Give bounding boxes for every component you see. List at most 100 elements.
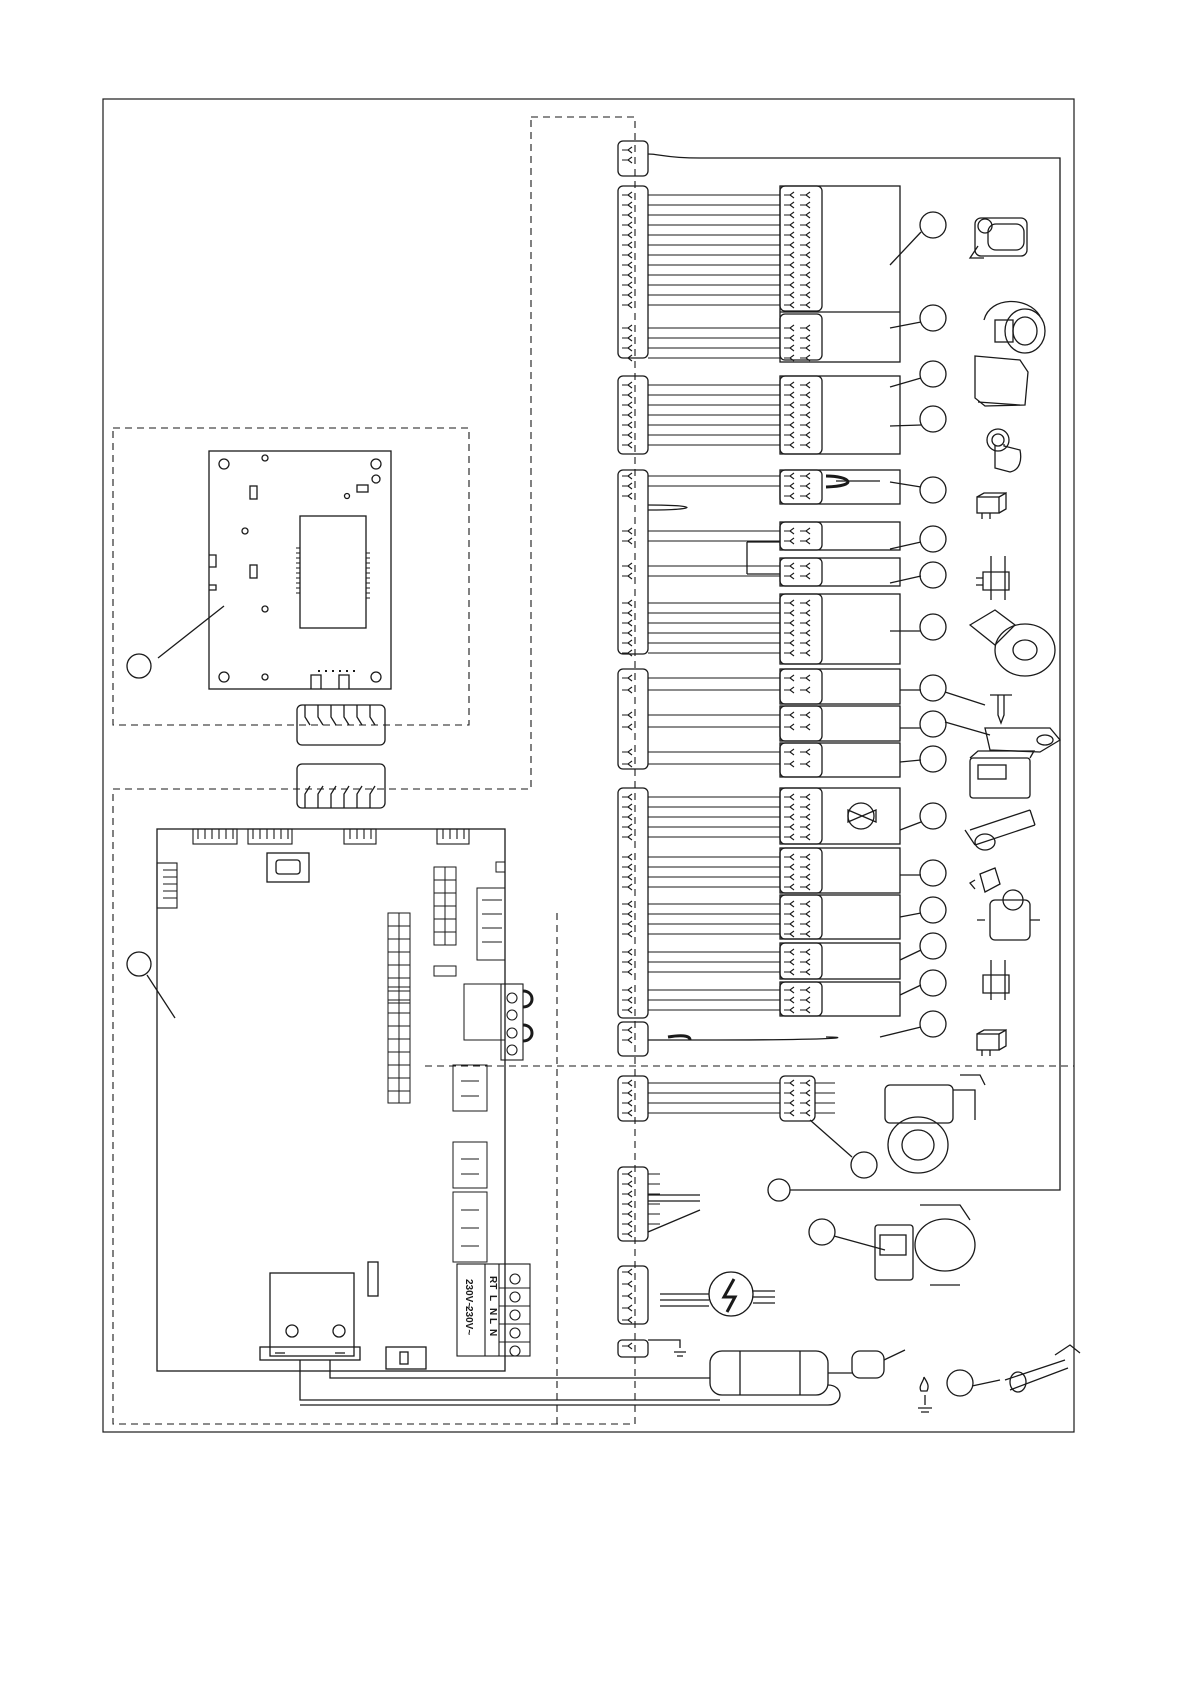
device-pin: [800, 345, 810, 351]
device-pin: [800, 422, 810, 428]
device-pin: [784, 272, 794, 278]
device-pin: [800, 814, 810, 820]
device-pin: [784, 724, 794, 730]
device-pin: [784, 325, 794, 331]
device-pin: [800, 272, 810, 278]
device-pin: [784, 854, 794, 860]
device-pin: [784, 600, 794, 606]
connector-pin: [622, 272, 632, 278]
device-pin: [784, 202, 794, 208]
lightning-icon: [660, 1272, 775, 1316]
connector-pin: [622, 687, 632, 693]
device-pin: [784, 392, 794, 398]
connector-pin: [622, 1293, 632, 1299]
device-pin: [800, 392, 810, 398]
device-pin: [784, 804, 794, 810]
device-pin: [800, 483, 810, 489]
device-pin: [784, 1100, 794, 1106]
diverter-valve-icon: [848, 803, 1035, 850]
rt-label: RT: [487, 1276, 498, 1289]
water-flow-icon: [900, 890, 1040, 940]
device-pin: [800, 262, 810, 268]
device-pin: [784, 242, 794, 248]
voltage-label-top: 230V~: [463, 1279, 474, 1308]
device-pin: [800, 493, 810, 499]
left-connectors: [618, 141, 648, 1357]
connector-pin: [622, 262, 632, 268]
connector-pin: [622, 1201, 632, 1207]
device-pin: [784, 997, 794, 1003]
device-pin: [800, 931, 810, 937]
electrode-icon: [918, 1345, 1080, 1412]
device-pin: [800, 412, 810, 418]
device-pin: [784, 1007, 794, 1013]
connector-pin: [622, 573, 632, 579]
device-pin: [800, 794, 810, 800]
connector-pin: [622, 432, 632, 438]
connector-pin: [622, 422, 632, 428]
connector-pin: [622, 864, 632, 870]
connector-pin: [622, 1080, 632, 1086]
device-pin: [800, 325, 810, 331]
device-pin: [784, 262, 794, 268]
device-pin: [800, 432, 810, 438]
device-pin: [784, 931, 794, 937]
device-pin: [800, 921, 810, 927]
connector-pin: [622, 610, 632, 616]
device-pin: [784, 1110, 794, 1116]
pipe-sensor-icon: [890, 526, 1009, 600]
device-pin: [784, 192, 794, 198]
connector-pin: [622, 1027, 632, 1033]
device-pin: [784, 382, 794, 388]
connector-pin: [622, 382, 632, 388]
connector-pin: [622, 921, 632, 927]
connector-pin: [622, 854, 632, 860]
device-pin: [784, 712, 794, 718]
connector-pin: [622, 242, 632, 248]
device-pin: [800, 911, 810, 917]
connector-pin: [622, 675, 632, 681]
connector-pin: [622, 345, 632, 351]
connector-pin: [622, 804, 632, 810]
connector-pin: [622, 874, 632, 880]
fan-icon: [890, 610, 1055, 676]
room-controller-icon: [900, 711, 1060, 752]
device-pin: [784, 884, 794, 890]
device-pin: [784, 687, 794, 693]
sensor-plug-2-icon: [880, 1011, 1006, 1056]
device-pin: [800, 854, 810, 860]
device-pin: [784, 302, 794, 308]
device-pin: [784, 921, 794, 927]
connector-pin: [622, 834, 632, 840]
device-pin: [800, 949, 810, 955]
l-label-1: L: [487, 1295, 498, 1301]
device-pin: [784, 949, 794, 955]
l-label-2: L: [487, 1318, 498, 1324]
device-pin: [784, 473, 794, 479]
device-pin: [800, 959, 810, 965]
connector-pin: [622, 620, 632, 626]
connector-pin: [622, 1343, 632, 1349]
connector-pin: [622, 1281, 632, 1287]
device-pin: [784, 610, 794, 616]
connector-pin: [622, 442, 632, 448]
connector-pin: [622, 493, 632, 499]
connector-pin: [622, 563, 632, 569]
pressure-sensor-icon: [900, 860, 1000, 892]
connector-pin: [622, 911, 632, 917]
connector-pin: [622, 192, 632, 198]
device-pin: [800, 749, 810, 755]
pump-icon: [810, 1075, 985, 1178]
device-pin: [784, 345, 794, 351]
connector-pin: [622, 1231, 632, 1237]
device-pin: [784, 911, 794, 917]
connector-pin: [622, 987, 632, 993]
device-pin: [784, 864, 794, 870]
connector-pin: [622, 959, 632, 965]
device-pin: [784, 834, 794, 840]
device-pin: [800, 804, 810, 810]
device-pin: [800, 834, 810, 840]
connector-pin: [622, 794, 632, 800]
device-pin: [784, 282, 794, 288]
connector-pin: [622, 814, 632, 820]
